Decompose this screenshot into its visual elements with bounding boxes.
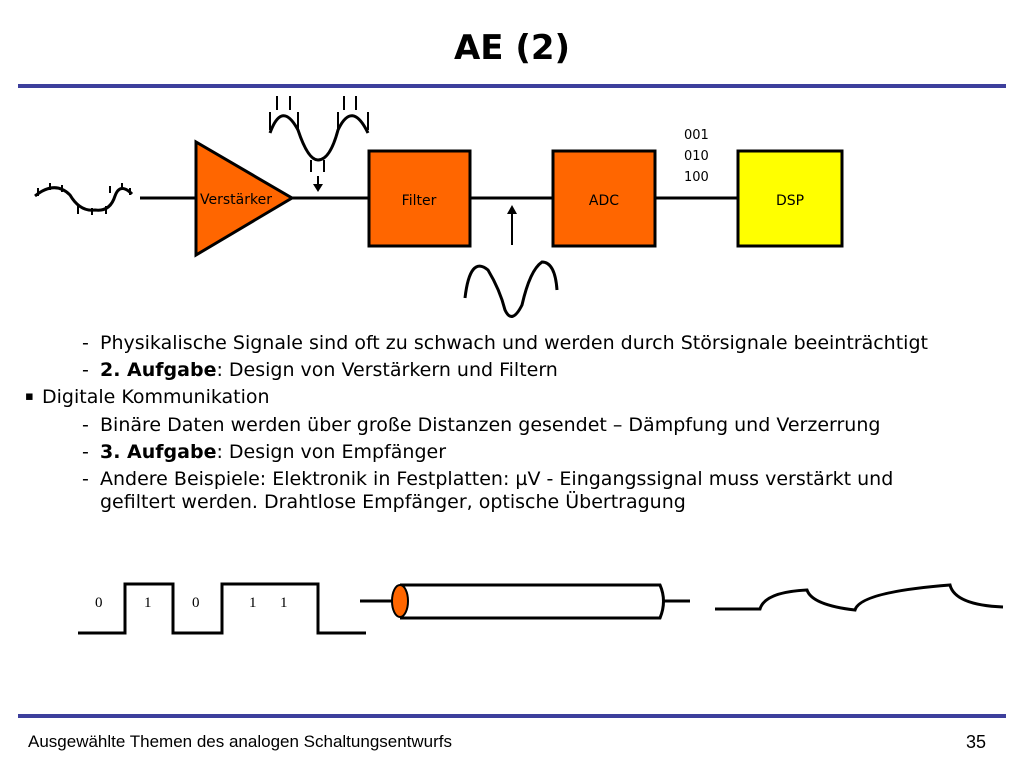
bit-label: 0 <box>95 595 103 611</box>
interference-wave <box>463 260 559 318</box>
bit-code: 100 <box>684 170 709 185</box>
footer-text: Ausgewählte Themen des analogen Schaltun… <box>28 732 453 751</box>
square-bullet-icon: ▪ <box>25 389 34 404</box>
dsp-block <box>736 149 844 248</box>
bit-label: 1 <box>144 595 152 611</box>
amplified-signal-wave <box>268 114 370 162</box>
bit-label: 1 <box>249 595 257 611</box>
adc-label: ADC <box>589 193 619 209</box>
filter-block <box>367 149 472 248</box>
bit-code: 001 <box>684 128 709 143</box>
digital-square-wave <box>78 582 366 635</box>
distorted-signal-wave <box>715 583 1004 612</box>
arrow-down-icon <box>313 184 323 192</box>
bit-label: 1 <box>280 595 288 611</box>
title-divider <box>18 84 1006 88</box>
bit-label: 0 <box>192 595 200 611</box>
weak-signal-wave <box>34 186 134 212</box>
adc-block <box>551 149 657 248</box>
slide-title: AE (2) <box>453 28 571 68</box>
bit-code: 010 <box>684 149 709 164</box>
amplifier-block <box>194 139 295 258</box>
filter-label: Filter <box>402 193 437 209</box>
page-number: 35 <box>966 732 987 752</box>
footer-divider <box>18 714 1006 718</box>
dsp-label: DSP <box>776 193 804 209</box>
cable-illustration <box>360 583 690 620</box>
arrow-up-icon <box>507 205 517 214</box>
amplifier-label: Verstärker <box>200 192 272 208</box>
